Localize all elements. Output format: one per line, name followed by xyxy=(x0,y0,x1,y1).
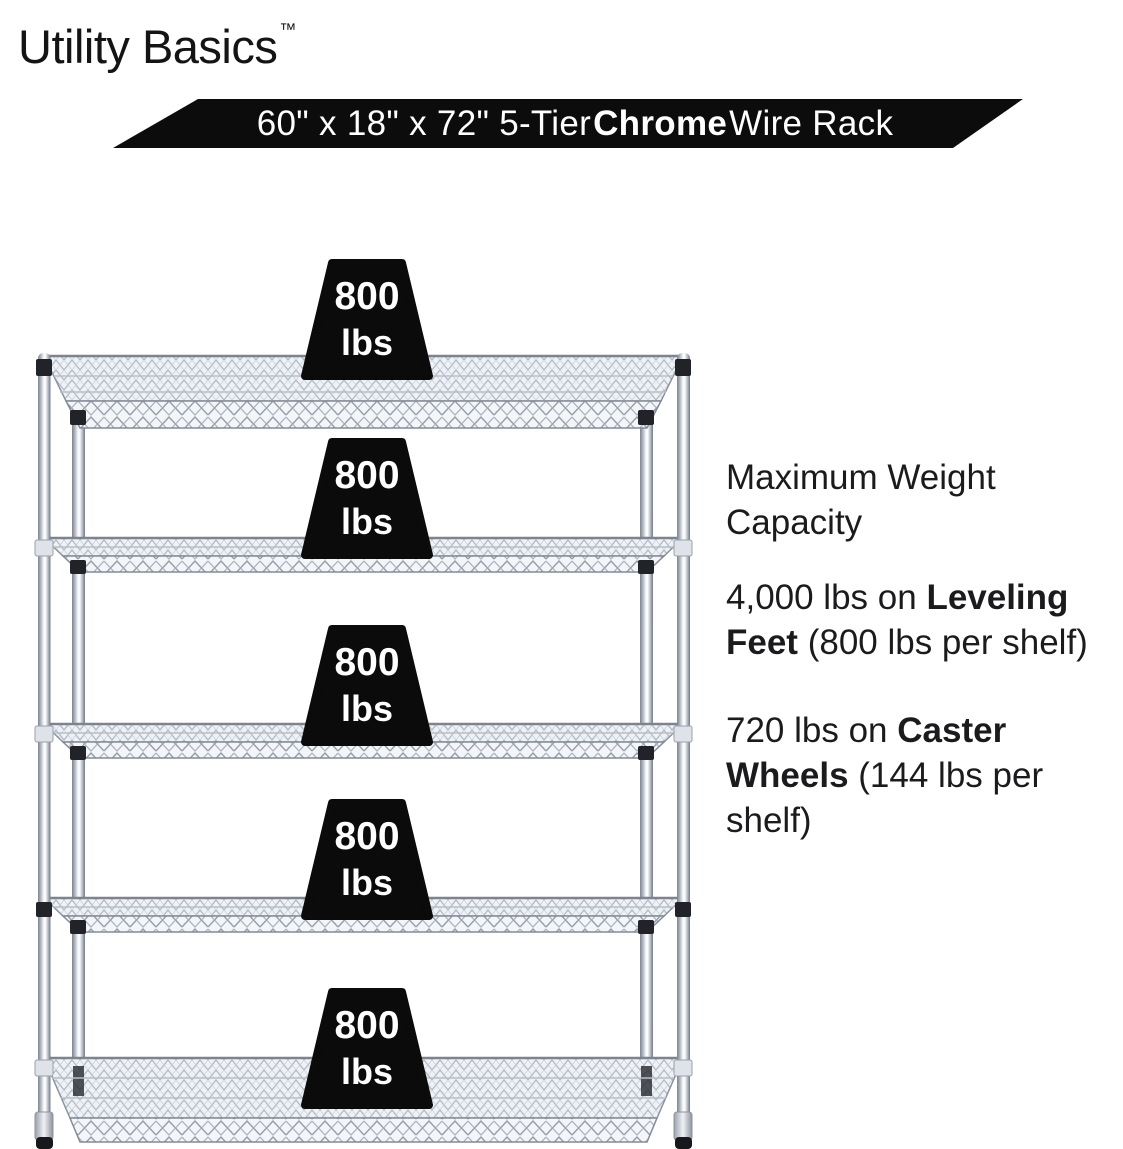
weight-shape xyxy=(301,988,433,1109)
weight-shape xyxy=(301,438,433,559)
post-sleeves xyxy=(34,539,693,1077)
banner-suffix-text: Wire Rack xyxy=(729,103,894,143)
weight-capacity-specs: Maximum Weight Capacity 4,000 lbs on Lev… xyxy=(726,455,1123,843)
weight-unit: lbs xyxy=(341,862,393,903)
shelf-2 xyxy=(42,536,685,573)
weight-unit: lbs xyxy=(341,1051,393,1092)
max-weight-heading: Maximum Weight Capacity xyxy=(726,458,996,542)
weight-value: 800 xyxy=(334,1004,399,1047)
caster-wheels-spec: 720 lbs on Caster Wheels (144 lbs per sh… xyxy=(726,708,1123,843)
weight-badge-3: 800 lbs xyxy=(301,625,433,746)
leveling-suffix: (800 lbs per shelf) xyxy=(797,623,1088,662)
banner-size-text: 60" x 18" x 72" 5-Tier xyxy=(256,103,592,143)
weight-badge-1: 800 lbs xyxy=(301,259,433,380)
caster-prefix: 720 lbs on xyxy=(726,711,898,750)
trademark-symbol: ™ xyxy=(279,20,297,39)
weight-unit: lbs xyxy=(341,322,393,363)
weight-unit: lbs xyxy=(341,501,393,542)
weight-badge-4: 800 lbs xyxy=(301,799,433,920)
weight-value: 800 xyxy=(334,275,399,318)
caster-bold: Caster Wheels xyxy=(726,711,1007,795)
product-title-banner: 60" x 18" x 72" 5-Tier Chrome Wire Rack xyxy=(113,99,1023,148)
weight-value: 800 xyxy=(334,641,399,684)
brand-name: Utility Basics xyxy=(18,20,278,73)
weight-unit: lbs xyxy=(341,688,393,729)
weight-value: 800 xyxy=(334,454,399,497)
weight-shape xyxy=(301,259,433,380)
caster-suffix: (144 lbs per shelf) xyxy=(726,756,1044,840)
weight-shape xyxy=(301,799,433,920)
leveling-feet-spec: 4,000 lbs on Leveling Feet (800 lbs per … xyxy=(726,575,1123,665)
leveling-feet xyxy=(34,1111,693,1149)
weight-shape xyxy=(301,625,433,746)
weight-badge-5: 800 lbs xyxy=(301,988,433,1109)
weight-value: 800 xyxy=(334,815,399,858)
leveling-bold: Leveling Feet xyxy=(726,578,1069,662)
banner-highlight-text: Chrome xyxy=(593,103,728,143)
weight-badge-2: 800 lbs xyxy=(301,438,433,559)
post-collars xyxy=(36,359,691,934)
leveling-prefix: 4,000 lbs on xyxy=(726,578,927,617)
